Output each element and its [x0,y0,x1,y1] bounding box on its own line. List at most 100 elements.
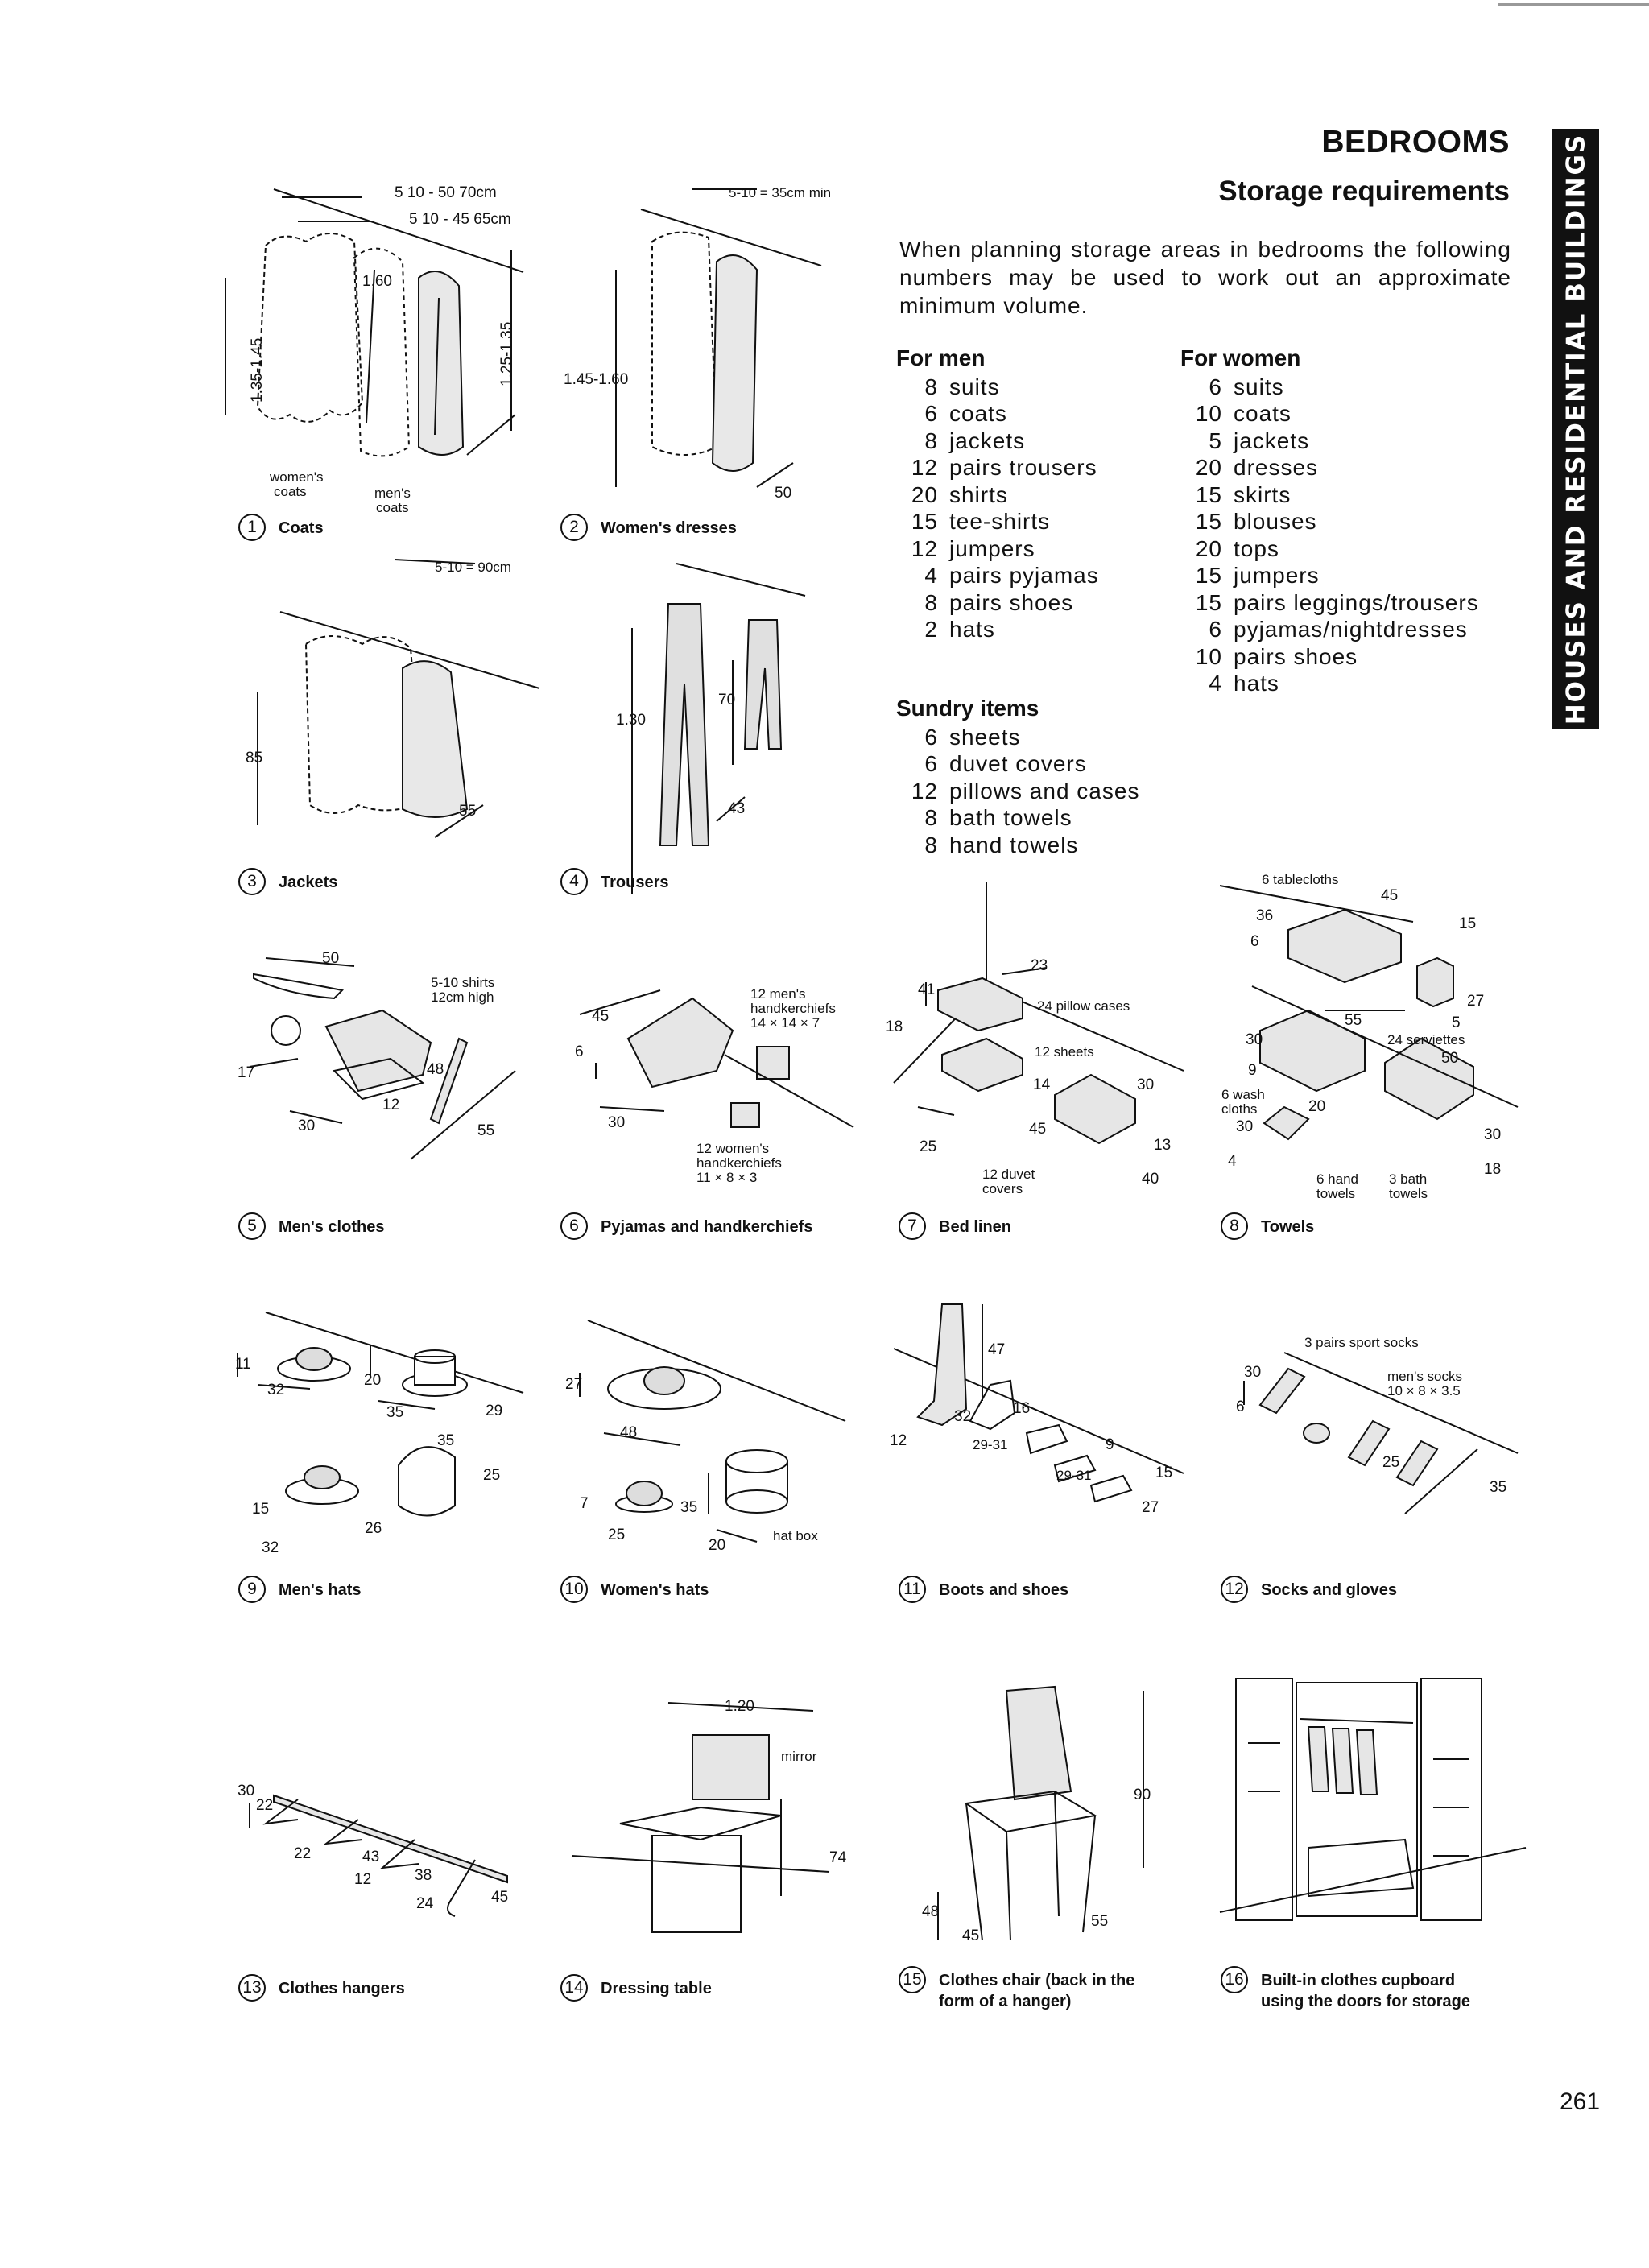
f7-d9: 40 [1142,1171,1159,1188]
item-name: suits [949,374,1000,399]
f8-l3: 6 wash [1221,1087,1265,1102]
f1-d1: 5 10 - 50 70cm [395,184,497,201]
item-name: sheets [949,724,1021,750]
f12-l2: men's socks [1387,1369,1462,1384]
item-name: tee-shirts [949,509,1051,534]
fig-number-4: 4 [560,868,588,895]
item-name: skirts [1234,481,1292,507]
f7-d2: 41 [918,981,935,998]
item-name: bath towels [949,805,1072,830]
item-name: pairs trousers [949,455,1097,480]
f12-d4: 35 [1490,1479,1506,1496]
item-quantity: 6 [1209,617,1222,642]
item-name: jackets [1234,428,1310,453]
item-name: hats [949,617,995,642]
item-quantity: 12 [911,455,938,480]
caption-text-6: Pyjamas and handkerchiefs [601,1218,813,1236]
f9-d6: 35 [437,1432,454,1449]
f5-note2: 12cm high [431,989,494,1005]
caption-line-15b: form of a hanger) [939,1993,1072,2010]
f11-d6: 9 [1106,1436,1114,1453]
f11-d3: 12 [890,1432,907,1449]
f9-d1: 11 [235,1356,251,1373]
f12-l1: 3 pairs sport socks [1304,1335,1419,1350]
item-quantity: 6 [1209,374,1222,399]
f12-d2: 6 [1236,1398,1245,1415]
item-quantity: 10 [1195,401,1222,426]
figure-clothes-chair: 90 48 45 55 [918,1675,1159,1948]
f12-d3: 25 [1382,1454,1399,1471]
item-name: duvet covers [949,751,1087,776]
side-tab: HOUSES AND RESIDENTIAL BUILDINGS [1552,129,1599,729]
f11-d5: 29-31 [973,1437,1007,1452]
towels-drawing: 6 tablecloths 45 36 15 6 27 55 5 30 24 s… [1219,872,1519,1201]
f4-h1: 1.30 [616,712,646,729]
f2-h1: 1.45-1.60 [564,371,628,388]
caption-text-10: Women's hats [601,1581,709,1599]
f1-h3: 1.60 [362,273,392,290]
f8-l4: cloths [1221,1101,1257,1117]
f8-d12: 30 [1236,1118,1253,1135]
cupboard-drawing [1219,1678,1527,1921]
item-quantity: 2 [924,617,938,642]
figure-womens-dresses: 5-10 = 35cm min 1.45-1.60 50 [564,173,831,503]
item-quantity: 15 [1195,589,1222,615]
f5-d4: 12 [382,1097,399,1113]
hangers-drawing: 30 22 22 43 12 38 24 45 [238,1783,508,1917]
f8-l8: towels [1389,1186,1428,1201]
top-rule [1498,3,1649,6]
f5-d2: 17 [238,1064,254,1081]
coats-drawing: 5 10 - 50 70cm 5 10 - 45 65cm 1.35-1.45 … [225,184,524,515]
item-name: pillows and cases [949,778,1140,804]
f11-d9: 27 [1142,1499,1159,1516]
item-quantity: 20 [1195,455,1222,480]
figure-built-in-cupboard [1219,1671,1527,1952]
item-name: pairs pyjamas [949,563,1099,588]
item-name: hand towels [949,832,1079,857]
f8-l7: 3 bath [1389,1171,1427,1187]
f1-h2: 1.25-1.35 [498,322,515,386]
item-name: shirts [949,481,1008,507]
f8-d15: 18 [1484,1161,1501,1178]
f8-d14: 30 [1484,1126,1501,1143]
f8-d5: 27 [1467,993,1484,1010]
f8-d6: 55 [1345,1012,1362,1029]
item-quantity: 12 [911,778,938,804]
f14-l1: mirror [781,1749,817,1764]
item-name: pairs leggings/trousers [1234,589,1479,615]
f8-l6: towels [1316,1186,1355,1201]
item-name: pyjamas/nightdresses [1234,617,1468,642]
fig-number-14: 14 [560,1974,588,2002]
f4-h2: 70 [718,692,735,708]
socks-gloves-drawing: 3 pairs sport socks 30 men's socks 10 × … [1236,1335,1519,1514]
caption-text-4: Trousers [601,874,669,891]
caption-line-16a: Built-in clothes cupboard [1261,1972,1456,1989]
item-quantity: 6 [924,401,938,426]
caption-text-2: Women's dresses [601,519,737,537]
f8-d2: 36 [1256,907,1273,924]
f7-l2: 12 sheets [1035,1044,1094,1060]
fig-number-12: 12 [1221,1576,1248,1603]
sundry-list-item: 12 pillows and cases [896,778,1139,805]
item-quantity: 15 [1195,563,1222,588]
item-name: jackets [949,428,1026,453]
f13-d1: 30 [238,1783,254,1799]
f8-d1: 45 [1381,887,1398,904]
figure-boots-shoes: 47 32 12 16 29-31 9 29-31 15 27 [886,1288,1192,1530]
f5-d5: 30 [298,1117,315,1134]
figure-mens-clothes: 50 5-10 shirts 12cm high 17 48 12 30 55 [234,942,523,1167]
f15-d2: 48 [922,1903,939,1920]
figure-bed-linen: 23 41 24 pillow cases 18 12 sheets 14 30… [886,882,1184,1204]
f11-d8: 15 [1155,1464,1172,1481]
